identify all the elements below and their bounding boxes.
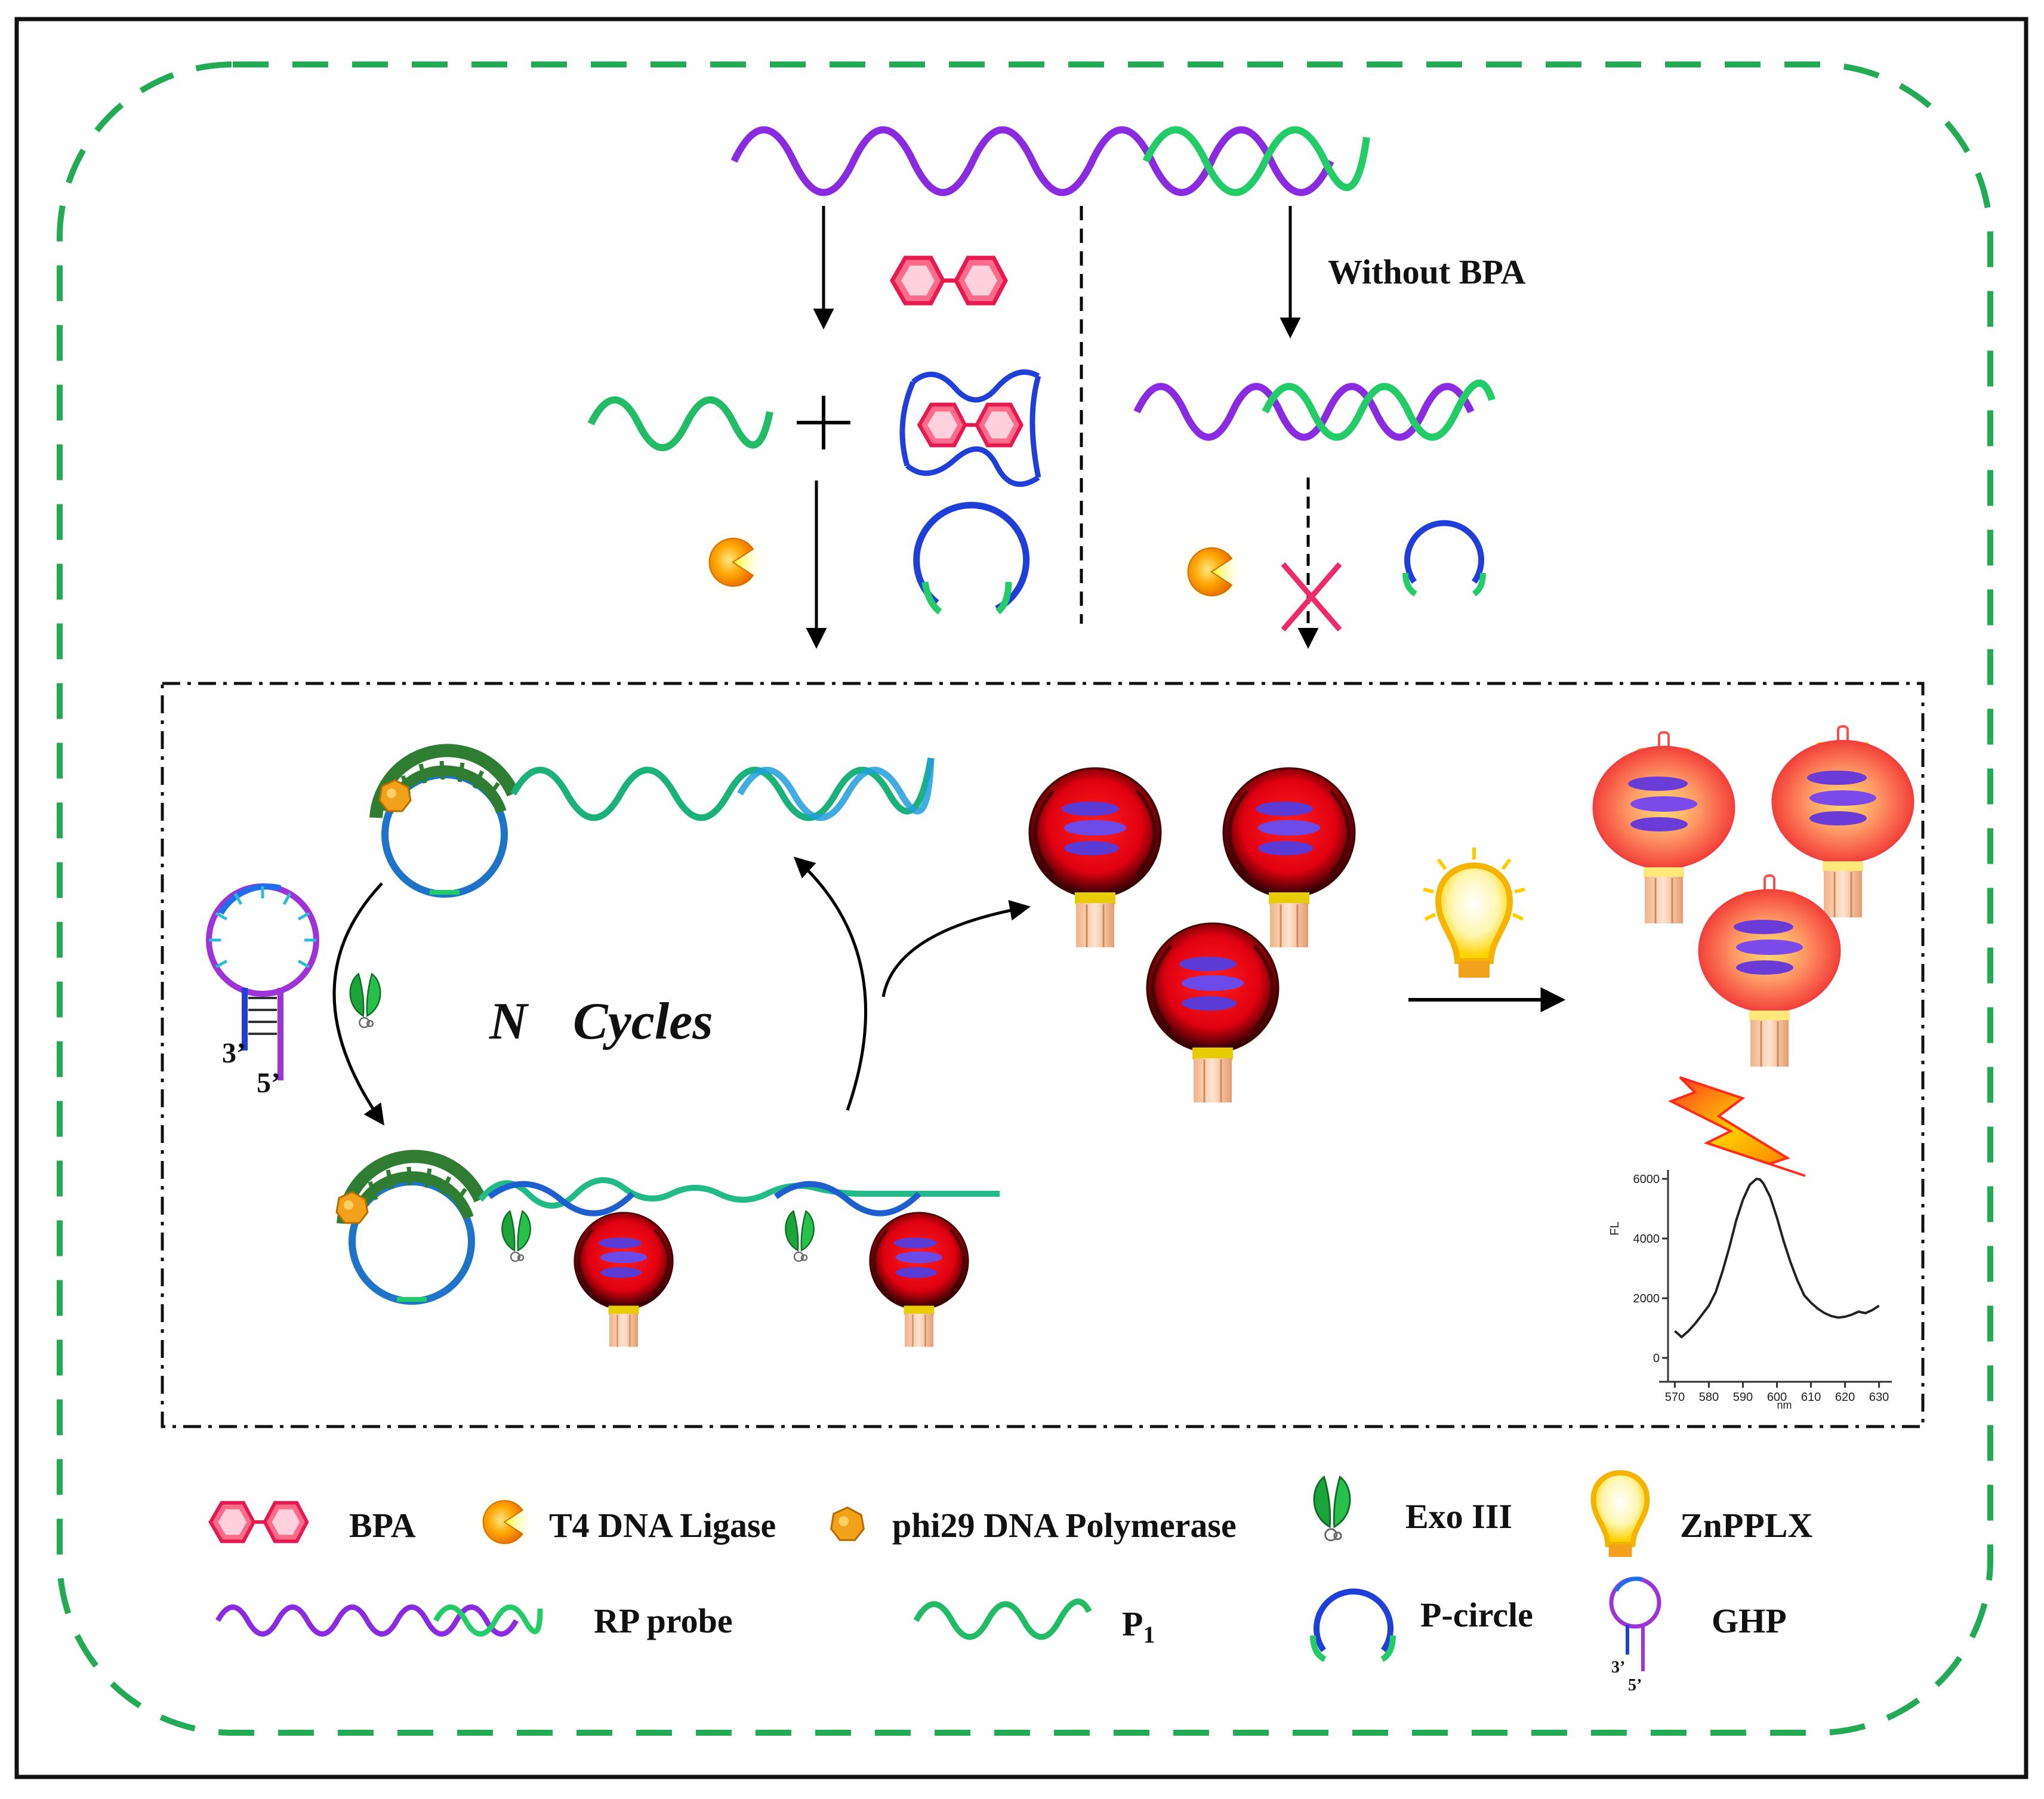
outer-frame (14, 17, 2028, 1779)
fluorescence-spectrum-chart: FL nm 0 2000 4000 6000 570 580 590 600 610 620 630 (1608, 1170, 1892, 1411)
chart-x-tick-label: 610 (1801, 1391, 1821, 1404)
rca-complex-top (369, 744, 935, 898)
legend-ghp-icon: 3’ 5’ (1609, 1576, 1661, 1695)
p-circle-left (913, 501, 1030, 615)
chart-xlabel: nm (1777, 1399, 1792, 1411)
dashed-rounded-border (57, 61, 1993, 1736)
legend-ghp-3prime: 3’ (1611, 1658, 1625, 1677)
ghp-3prime-label: 3’ (222, 1037, 246, 1069)
ghp-hairpin: 3’ 5’ (206, 883, 319, 1099)
legend-exo-iii-icon (1313, 1475, 1351, 1542)
fluorescence-bolt-icon (1668, 1076, 1806, 1177)
t4-ligase-icon-right (1176, 537, 1247, 607)
legend: BPA T4 DNA Ligase phi29 DNA Polymerase E… (211, 1470, 1812, 1695)
without-bpa-label: Without BPA (1328, 252, 1526, 291)
amplification-box (161, 682, 1925, 1428)
t4-ligase-icon-left (698, 527, 768, 597)
g4-lanterns-released (1029, 768, 1355, 1102)
rp-probe-top (730, 126, 1370, 196)
legend-phi29-label: phi29 DNA Polymerase (892, 1506, 1237, 1545)
legend-t4-ligase-icon (472, 1490, 537, 1554)
g4-lanterns-lit (1592, 725, 1914, 1068)
legend-ghp-5prime: 5’ (1628, 1676, 1642, 1695)
chart-y-tick-label: 6000 (1633, 1173, 1660, 1186)
bpa-icon-top (892, 258, 1006, 303)
legend-p1-icon (913, 1598, 1092, 1640)
legend-znpplx-label: ZnPPLX (1680, 1506, 1812, 1545)
chart-x-tick-label: 590 (1733, 1391, 1753, 1404)
legend-phi29-icon (830, 1507, 865, 1541)
legend-t4-ligase-label: T4 DNA Ligase (549, 1506, 776, 1545)
cycle-arrow-right (793, 857, 868, 1111)
cycles-n-label: N (489, 993, 529, 1051)
znpplx-bulb-icon (1423, 848, 1525, 978)
legend-rp-probe-label: RP probe (594, 1601, 733, 1640)
legend-exo-iii-label: Exo III (1405, 1497, 1512, 1536)
plus-sign (797, 396, 850, 449)
chart-x-tick-label: 570 (1665, 1391, 1685, 1404)
p1-strand-left (587, 396, 773, 451)
cycle-arrow-left (332, 882, 384, 1126)
legend-znpplx-icon (1590, 1470, 1650, 1557)
legend-p1-sub: 1 (1143, 1621, 1155, 1648)
chart-y-tick-label: 0 (1653, 1352, 1660, 1365)
chart-x-tick-label: 620 (1835, 1391, 1855, 1404)
chart-x-tick-label: 600 (1767, 1391, 1787, 1404)
legend-rp-probe-icon (215, 1604, 543, 1637)
legend-p-circle-label: P-circle (1420, 1595, 1533, 1634)
chart-y-tick-label: 2000 (1633, 1292, 1660, 1305)
exo-iii-icon-cycle (349, 973, 381, 1028)
p-circle-right (1402, 520, 1486, 597)
cycles-label: Cycles (573, 993, 713, 1051)
legend-p1-letter: P (1122, 1604, 1143, 1643)
legend-bpa-icon (211, 1503, 307, 1542)
legend-bpa-label: BPA (349, 1506, 416, 1545)
chart-y-tick-label: 4000 (1633, 1233, 1660, 1246)
aptamer-bpa-complex (899, 369, 1041, 487)
chart-x-tick-label: 580 (1699, 1391, 1719, 1404)
cross-mark (1281, 562, 1342, 632)
chart-ylabel: FL (1608, 1222, 1621, 1236)
release-arrow (881, 900, 1031, 997)
rca-complex-bottom (335, 1150, 1000, 1347)
legend-p1-label: P1 (1122, 1604, 1155, 1648)
ghp-5prime-label: 5’ (257, 1067, 280, 1099)
chart-spectrum-line (1674, 1177, 1880, 1339)
legend-p-circle-icon (1310, 1588, 1396, 1662)
rp-probe-duplex-right (1133, 379, 1496, 441)
chart-x-tick-label: 630 (1869, 1391, 1889, 1404)
legend-ghp-label: GHP (1712, 1601, 1787, 1640)
